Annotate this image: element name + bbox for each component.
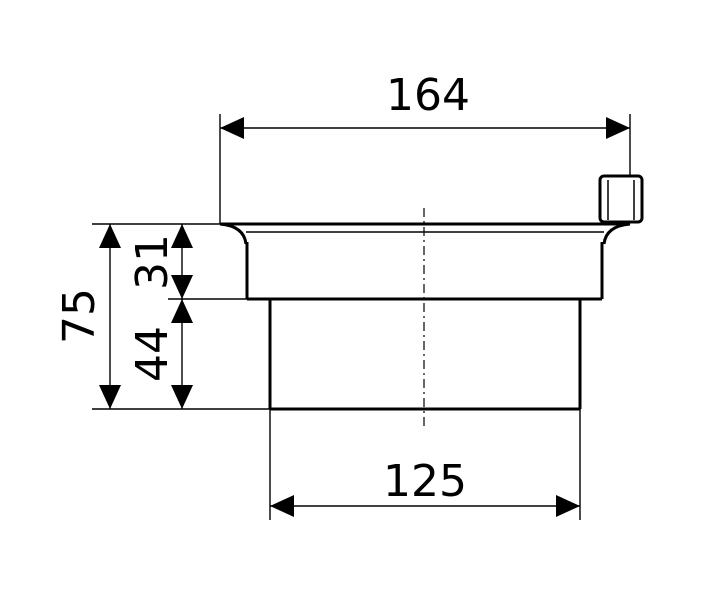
dim-label-total-height: 75: [54, 288, 105, 344]
arrow-up: [99, 224, 121, 248]
flange-left-lip: [219, 222, 248, 245]
extension-lines: [92, 114, 631, 520]
arrow-down: [171, 275, 193, 299]
arrow-left: [220, 117, 244, 139]
arrow-right: [606, 117, 630, 139]
arrow-down: [171, 385, 193, 409]
flange-right-lip: [602, 222, 631, 245]
dimension-total-height: 75: [54, 224, 121, 409]
arrow-down: [99, 385, 121, 409]
dim-label-upper-height: 31: [127, 234, 178, 290]
dimension-lower-height: 44: [127, 299, 193, 409]
arrow-up: [171, 224, 193, 248]
arrow-right: [556, 495, 580, 517]
dimension-bottom-width: 125: [270, 456, 580, 517]
arrow-left: [270, 495, 294, 517]
dim-label-top-width: 164: [386, 70, 470, 121]
dim-label-lower-height: 44: [127, 326, 178, 382]
dimension-upper-height: 31: [127, 224, 193, 299]
part-outline: [219, 174, 644, 411]
side-nipple: [598, 174, 644, 224]
dim-label-bottom-width: 125: [383, 456, 467, 507]
dimension-top-width: 164: [220, 70, 630, 139]
arrow-up: [171, 299, 193, 323]
